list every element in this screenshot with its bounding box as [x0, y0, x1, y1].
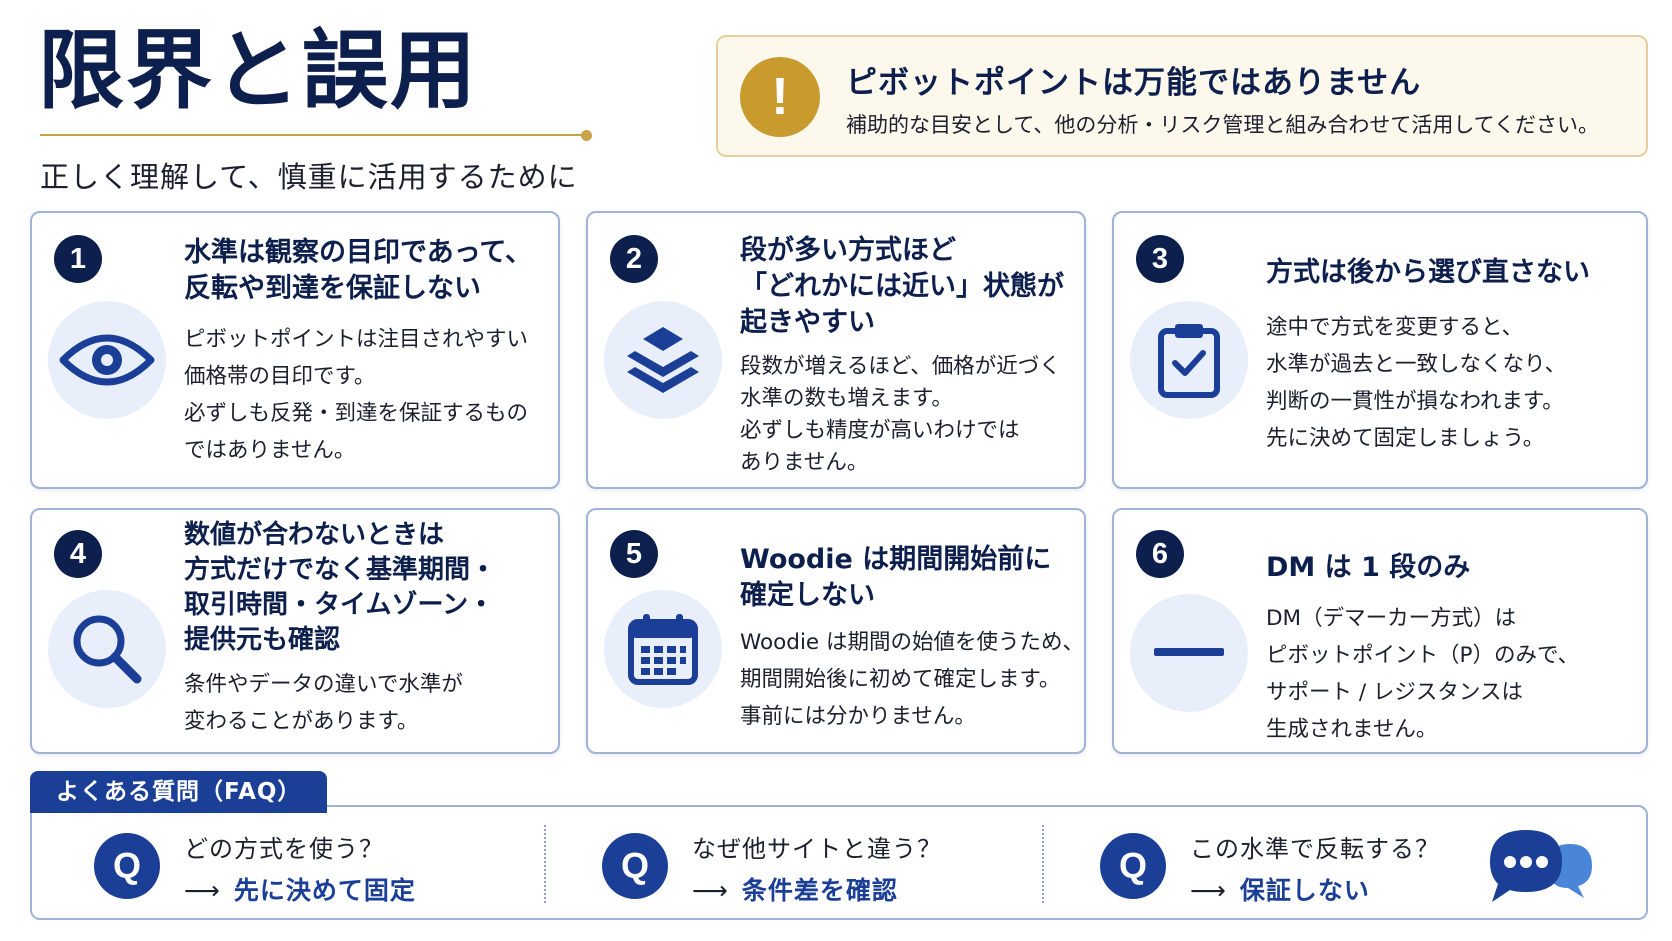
arrow-right-icon: ⟶: [1190, 876, 1226, 905]
card-body-line: 先に決めて固定しましょう。: [1266, 426, 1545, 451]
card-1: 1 水準は観察の目印であって、 反転や到達を保証しない ピボットポイントは注目さ…: [30, 211, 560, 489]
faq-answer-text: 保証しない: [1239, 876, 1370, 905]
card-title: 方式は後から選び直さない: [1266, 255, 1590, 291]
card-number-badge: 4: [54, 530, 102, 578]
card-title-line: 提供元も確認: [184, 625, 341, 655]
card-title-line: 方式は後から選び直さない: [1266, 257, 1590, 288]
faq-question: どの方式を使う？: [184, 835, 384, 863]
clipboard-check-icon: [1130, 301, 1248, 419]
card-title-line: 反転や到達を保証しない: [184, 273, 481, 304]
card-body-line: 変わることがあります。: [184, 709, 419, 734]
card-title-line: 起きやすい: [740, 307, 875, 338]
arrow-right-icon: ⟶: [184, 876, 220, 905]
eye-icon: [48, 301, 166, 419]
card-title-line: DM は 1 段のみ: [1266, 552, 1471, 583]
card-body: 条件やデータの違いで水準が 変わることがあります。: [184, 666, 463, 740]
card-body-line: 段数が増えるほど、価格が近づく: [740, 354, 1061, 379]
card-body-line: ありません。: [740, 450, 869, 475]
card-body-line: 期間開始後に初めて確定します。: [740, 667, 1061, 692]
warning-text: 補助的な目安として、他の分析・リスク管理と組み合わせて活用してください。: [846, 113, 1600, 137]
card-title: 水準は観察の目印であって、 反転や到達を保証しない: [184, 235, 532, 307]
magnifier-icon: [48, 590, 166, 708]
faq-answer: ⟶ 条件差を確認: [692, 871, 898, 907]
page-title: 限界と誤用: [38, 21, 478, 121]
faq-answer: ⟶ 先に決めて固定: [184, 871, 416, 907]
faq-answer: ⟶ 保証しない: [1190, 871, 1370, 907]
card-body-line: ピボットポイント（P）のみで、: [1266, 643, 1580, 668]
card-4: 4 数値が合わないときは 方式だけでなく基準期間・ 取引時間・タイムゾーン・ 提…: [30, 508, 560, 754]
faq-divider: [544, 825, 546, 903]
card-title: 段が多い方式ほど 「どれかには近い」状態が 起きやすい: [740, 233, 1064, 341]
faq-question: なぜ他サイトと違う？: [692, 835, 942, 863]
card-body-line: Woodie は期間の始値を使うため、: [740, 630, 1084, 655]
card-title-line: 取引時間・タイムゾーン・: [184, 590, 495, 620]
card-body-line: ピボットポイントは注目されやすい: [184, 327, 529, 352]
card-title-line: 「どれかには近い」状態が: [740, 271, 1064, 302]
card-body-line: 必ずしも反発・到達を保証するもの: [184, 401, 529, 426]
faq-question: この水準で反転する？: [1190, 835, 1440, 863]
arrow-right-icon: ⟶: [692, 876, 728, 905]
title-underline: [40, 134, 590, 136]
minus-icon: [1130, 594, 1248, 712]
card-body: 段数が増えるほど、価格が近づく 水準の数も増えます。 必ずしも精度が高いわけでは…: [740, 351, 1061, 479]
card-body: DM（デマーカー方式）は ピボットポイント（P）のみで、 サポート / レジスタ…: [1266, 600, 1579, 748]
card-body-line: 水準の数も増えます。: [740, 386, 953, 411]
faq-answer-text: 条件差を確認: [741, 876, 898, 905]
card-title-line: 数値が合わないときは: [184, 520, 445, 550]
card-title: DM は 1 段のみ: [1266, 550, 1470, 586]
layers-icon: [604, 301, 722, 419]
card-number-badge: 5: [610, 530, 658, 578]
chat-bubbles-icon: [1480, 822, 1600, 916]
card-body-line: DM（デマーカー方式）は: [1266, 606, 1517, 631]
calendar-icon: [604, 590, 722, 708]
card-title-line: 確定しない: [740, 580, 875, 611]
page-subtitle: 正しく理解して、慎重に活用するために: [40, 160, 578, 194]
card-title: Woodie は期間開始前に 確定しない: [740, 542, 1051, 614]
card-body-line: 価格帯の目印です。: [184, 364, 376, 389]
faq-divider: [1042, 825, 1044, 903]
card-title-line: 段が多い方式ほど: [740, 235, 956, 266]
card-body: 途中で方式を変更すると、 水準が過去と一致しなくなり、 判断の一貫性が損なわれま…: [1266, 309, 1566, 457]
warning-title: ピボットポイントは万能ではありません: [846, 65, 1422, 101]
card-title-line: 水準は観察の目印であって、: [184, 237, 533, 268]
card-body: ピボットポイントは注目されやすい 価格帯の目印です。 必ずしも反発・到達を保証す…: [184, 321, 528, 469]
card-body-line: 必ずしも精度が高いわけでは: [740, 418, 1020, 443]
card-body-line: 生成されません。: [1266, 717, 1438, 742]
faq-q-badge: Q: [602, 833, 668, 899]
card-3: 3 方式は後から選び直さない 途中で方式を変更すると、 水準が過去と一致しなくな…: [1112, 211, 1648, 489]
card-title-line: 方式だけでなく基準期間・: [184, 555, 497, 585]
card-number-badge: 6: [1136, 530, 1184, 578]
faq-label: よくある質問（FAQ）: [30, 771, 328, 813]
card-number-badge: 1: [54, 235, 102, 283]
card-2: 2 段が多い方式ほど 「どれかには近い」状態が 起きやすい 段数が増えるほど、価…: [586, 211, 1086, 489]
faq-answer-text: 先に決めて固定: [233, 876, 416, 905]
faq-q-badge: Q: [1100, 833, 1166, 899]
card-title: 数値が合わないときは 方式だけでなく基準期間・ 取引時間・タイムゾーン・ 提供元…: [184, 518, 496, 658]
card-body-line: 途中で方式を変更すると、: [1266, 315, 1524, 340]
card-body: Woodie は期間の始値を使うため、 期間開始後に初めて確定します。 事前には…: [740, 624, 1084, 735]
faq-panel: Q どの方式を使う？ ⟶ 先に決めて固定 Q なぜ他サイトと違う？ ⟶ 条件差を確認…: [30, 805, 1648, 920]
warning-banner: ! ピボットポイントは万能ではありません 補助的な目安として、他の分析・リスク管…: [716, 35, 1648, 157]
card-body-line: 水準が過去と一致しなくなり、: [1266, 352, 1567, 377]
card-title-line: Woodie は期間開始前に: [740, 544, 1052, 575]
card-body-line: ではありません。: [184, 438, 356, 463]
card-number-badge: 2: [610, 235, 658, 283]
card-6: 6 DM は 1 段のみ DM（デマーカー方式）は ピボットポイント（P）のみで…: [1112, 508, 1648, 754]
title-underline-dot: [581, 130, 592, 141]
card-body-line: 判断の一貫性が損なわれます。: [1266, 389, 1564, 414]
card-body-line: サポート / レジスタンスは: [1266, 680, 1523, 705]
card-number-badge: 3: [1136, 235, 1184, 283]
card-body-line: 事前には分かりません。: [740, 704, 976, 729]
card-5: 5 Woodie は期間開始前に 確定しない Woodie は期間の始値を使うた…: [586, 508, 1086, 754]
exclamation-icon: !: [740, 57, 820, 137]
card-body-line: 条件やデータの違いで水準が: [184, 672, 463, 697]
faq-q-badge: Q: [94, 833, 160, 899]
